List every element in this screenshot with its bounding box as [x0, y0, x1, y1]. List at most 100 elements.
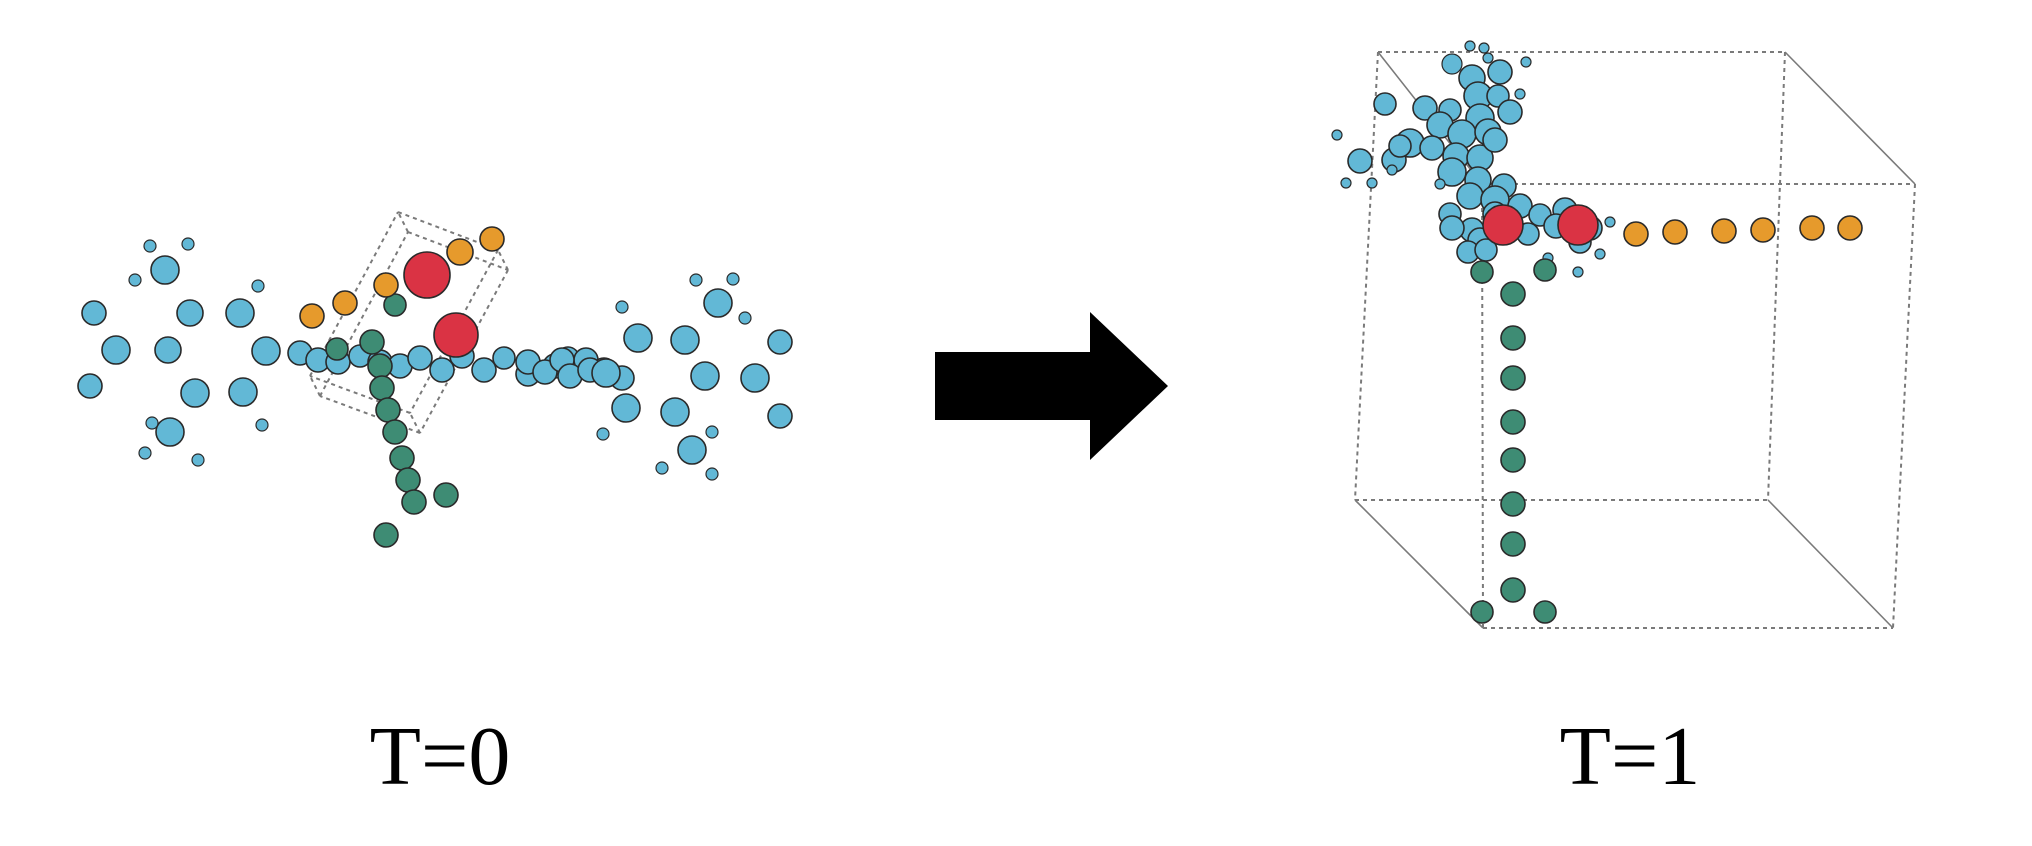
blue-atom [596, 427, 610, 441]
blue-atom [145, 416, 159, 430]
green-atom [373, 522, 399, 548]
green-atom [1500, 365, 1526, 391]
blue-atom [591, 358, 621, 388]
blue-atom [138, 446, 152, 460]
blue-atom [154, 336, 182, 364]
green-atom [1500, 491, 1526, 517]
blue-atom [1572, 266, 1584, 278]
state-label-t1: T=1 [1559, 710, 1701, 803]
blue-atom [101, 335, 131, 365]
blue-atom [155, 417, 185, 447]
orange-atom [1799, 215, 1825, 241]
cell-edge [409, 249, 499, 414]
red-atom [1557, 204, 1599, 246]
green-atom [382, 419, 408, 445]
orange-atom [446, 238, 474, 266]
cell-edge [1354, 499, 1484, 629]
blue-atom [740, 363, 770, 393]
cell-edge [319, 231, 409, 397]
blue-atom [471, 357, 497, 383]
cell-edge [419, 269, 509, 434]
orange-atom [299, 303, 325, 329]
blue-atom [1441, 53, 1463, 75]
blue-atom [1373, 92, 1397, 116]
blue-atom [228, 377, 258, 407]
blue-atom [1366, 177, 1378, 189]
blue-atom [1439, 215, 1465, 241]
blue-atom [176, 299, 204, 327]
green-atom [395, 467, 421, 493]
green-atom [367, 353, 393, 379]
green-atom [1500, 325, 1526, 351]
cell-edge [1767, 51, 1786, 501]
blue-atom [77, 373, 103, 399]
green-atom [375, 397, 401, 423]
red-atom [433, 312, 479, 358]
green-atom [1470, 260, 1494, 284]
green-atom [359, 329, 385, 355]
right-arrow-icon [935, 312, 1168, 460]
blue-atom [251, 279, 265, 293]
orange-atom [1750, 217, 1776, 243]
green-atom [1470, 600, 1494, 624]
green-atom [1500, 577, 1526, 603]
blue-atom [705, 425, 719, 439]
blue-atom [1464, 40, 1476, 52]
orange-atom [1662, 219, 1688, 245]
blue-atom [143, 239, 157, 253]
cell-edge [1892, 183, 1916, 629]
blue-atom [738, 311, 752, 325]
cell-edge [309, 211, 399, 377]
blue-atom [407, 345, 433, 371]
blue-atom [1386, 164, 1398, 176]
blue-atom [1482, 52, 1494, 64]
orange-atom [332, 290, 358, 316]
blue-atom [181, 237, 195, 251]
blue-atom [1456, 182, 1484, 210]
blue-atom [1419, 135, 1445, 161]
green-atom [369, 375, 395, 401]
red-atom [403, 251, 451, 299]
blue-atom [655, 461, 669, 475]
structure-t0 [77, 211, 793, 548]
cell-edge [407, 231, 509, 271]
blue-atom [1340, 177, 1352, 189]
blue-atom [225, 298, 255, 328]
blue-atom [180, 378, 210, 408]
green-atom [1500, 281, 1526, 307]
orange-atom [1623, 221, 1649, 247]
blue-atom [705, 467, 719, 481]
blue-atom [251, 336, 281, 366]
blue-atom [1347, 148, 1373, 174]
blue-atom [703, 288, 733, 318]
blue-atom [767, 329, 793, 355]
green-atom [1500, 447, 1526, 473]
blue-atom [1388, 134, 1412, 158]
blue-atom [81, 300, 107, 326]
blue-atom [492, 346, 516, 370]
green-atom [1500, 531, 1526, 557]
blue-atom [429, 357, 455, 383]
cell-edge [397, 211, 409, 233]
blue-atom [1514, 88, 1526, 100]
blue-atom [726, 272, 740, 286]
cell-edge [1354, 51, 1379, 501]
structure-t1 [1331, 40, 1916, 629]
green-atom [1500, 409, 1526, 435]
blue-atom [611, 393, 641, 423]
blue-atom [615, 300, 629, 314]
orange-atom [1837, 215, 1863, 241]
blue-atom [1594, 248, 1606, 260]
green-atom [1533, 258, 1557, 282]
red-atom [1482, 204, 1524, 246]
blue-atom [150, 255, 180, 285]
blue-atom [255, 418, 269, 432]
orange-atom [1711, 218, 1737, 244]
blue-atom [1478, 42, 1490, 54]
cell-edge [497, 249, 509, 271]
blue-atom [623, 323, 653, 353]
green-atom [401, 489, 427, 515]
green-atom [1533, 600, 1557, 624]
blue-atom [1412, 95, 1438, 121]
